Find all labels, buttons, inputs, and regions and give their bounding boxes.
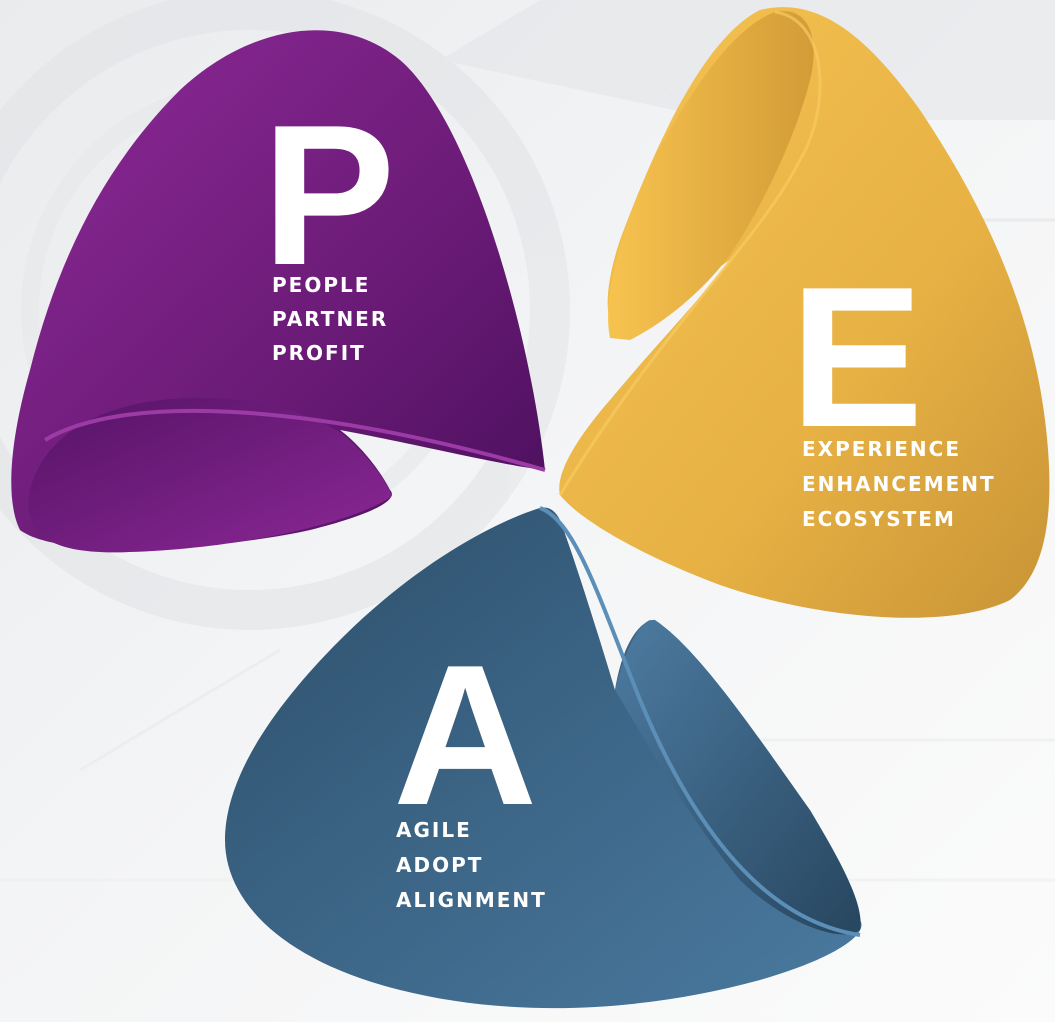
e-word-enhancement: ENHANCEMENT (802, 472, 996, 496)
p-word-people: PEOPLE (272, 273, 371, 297)
p-word-list: PEOPLE PARTNER PROFIT (272, 275, 388, 377)
a-word-list: AGILE ADOPT ALIGNMENT (396, 820, 547, 925)
a-word-adopt: ADOPT (396, 853, 484, 877)
letter-p: P (262, 84, 396, 307)
petal-p (11, 30, 546, 553)
a-word-agile: AGILE (396, 818, 472, 842)
p-word-profit: PROFIT (272, 341, 366, 365)
e-word-experience: EXPERIENCE (802, 437, 961, 461)
letter-a: A (393, 624, 538, 847)
letter-e: E (790, 246, 924, 469)
p-word-partner: PARTNER (272, 307, 389, 331)
petal-e (558, 7, 1050, 618)
e-word-list: EXPERIENCE ENHANCEMENT ECOSYSTEM (802, 439, 996, 544)
e-word-ecosystem: ECOSYSTEM (802, 507, 956, 531)
petal-a (225, 506, 862, 1009)
a-word-alignment: ALIGNMENT (396, 888, 547, 912)
